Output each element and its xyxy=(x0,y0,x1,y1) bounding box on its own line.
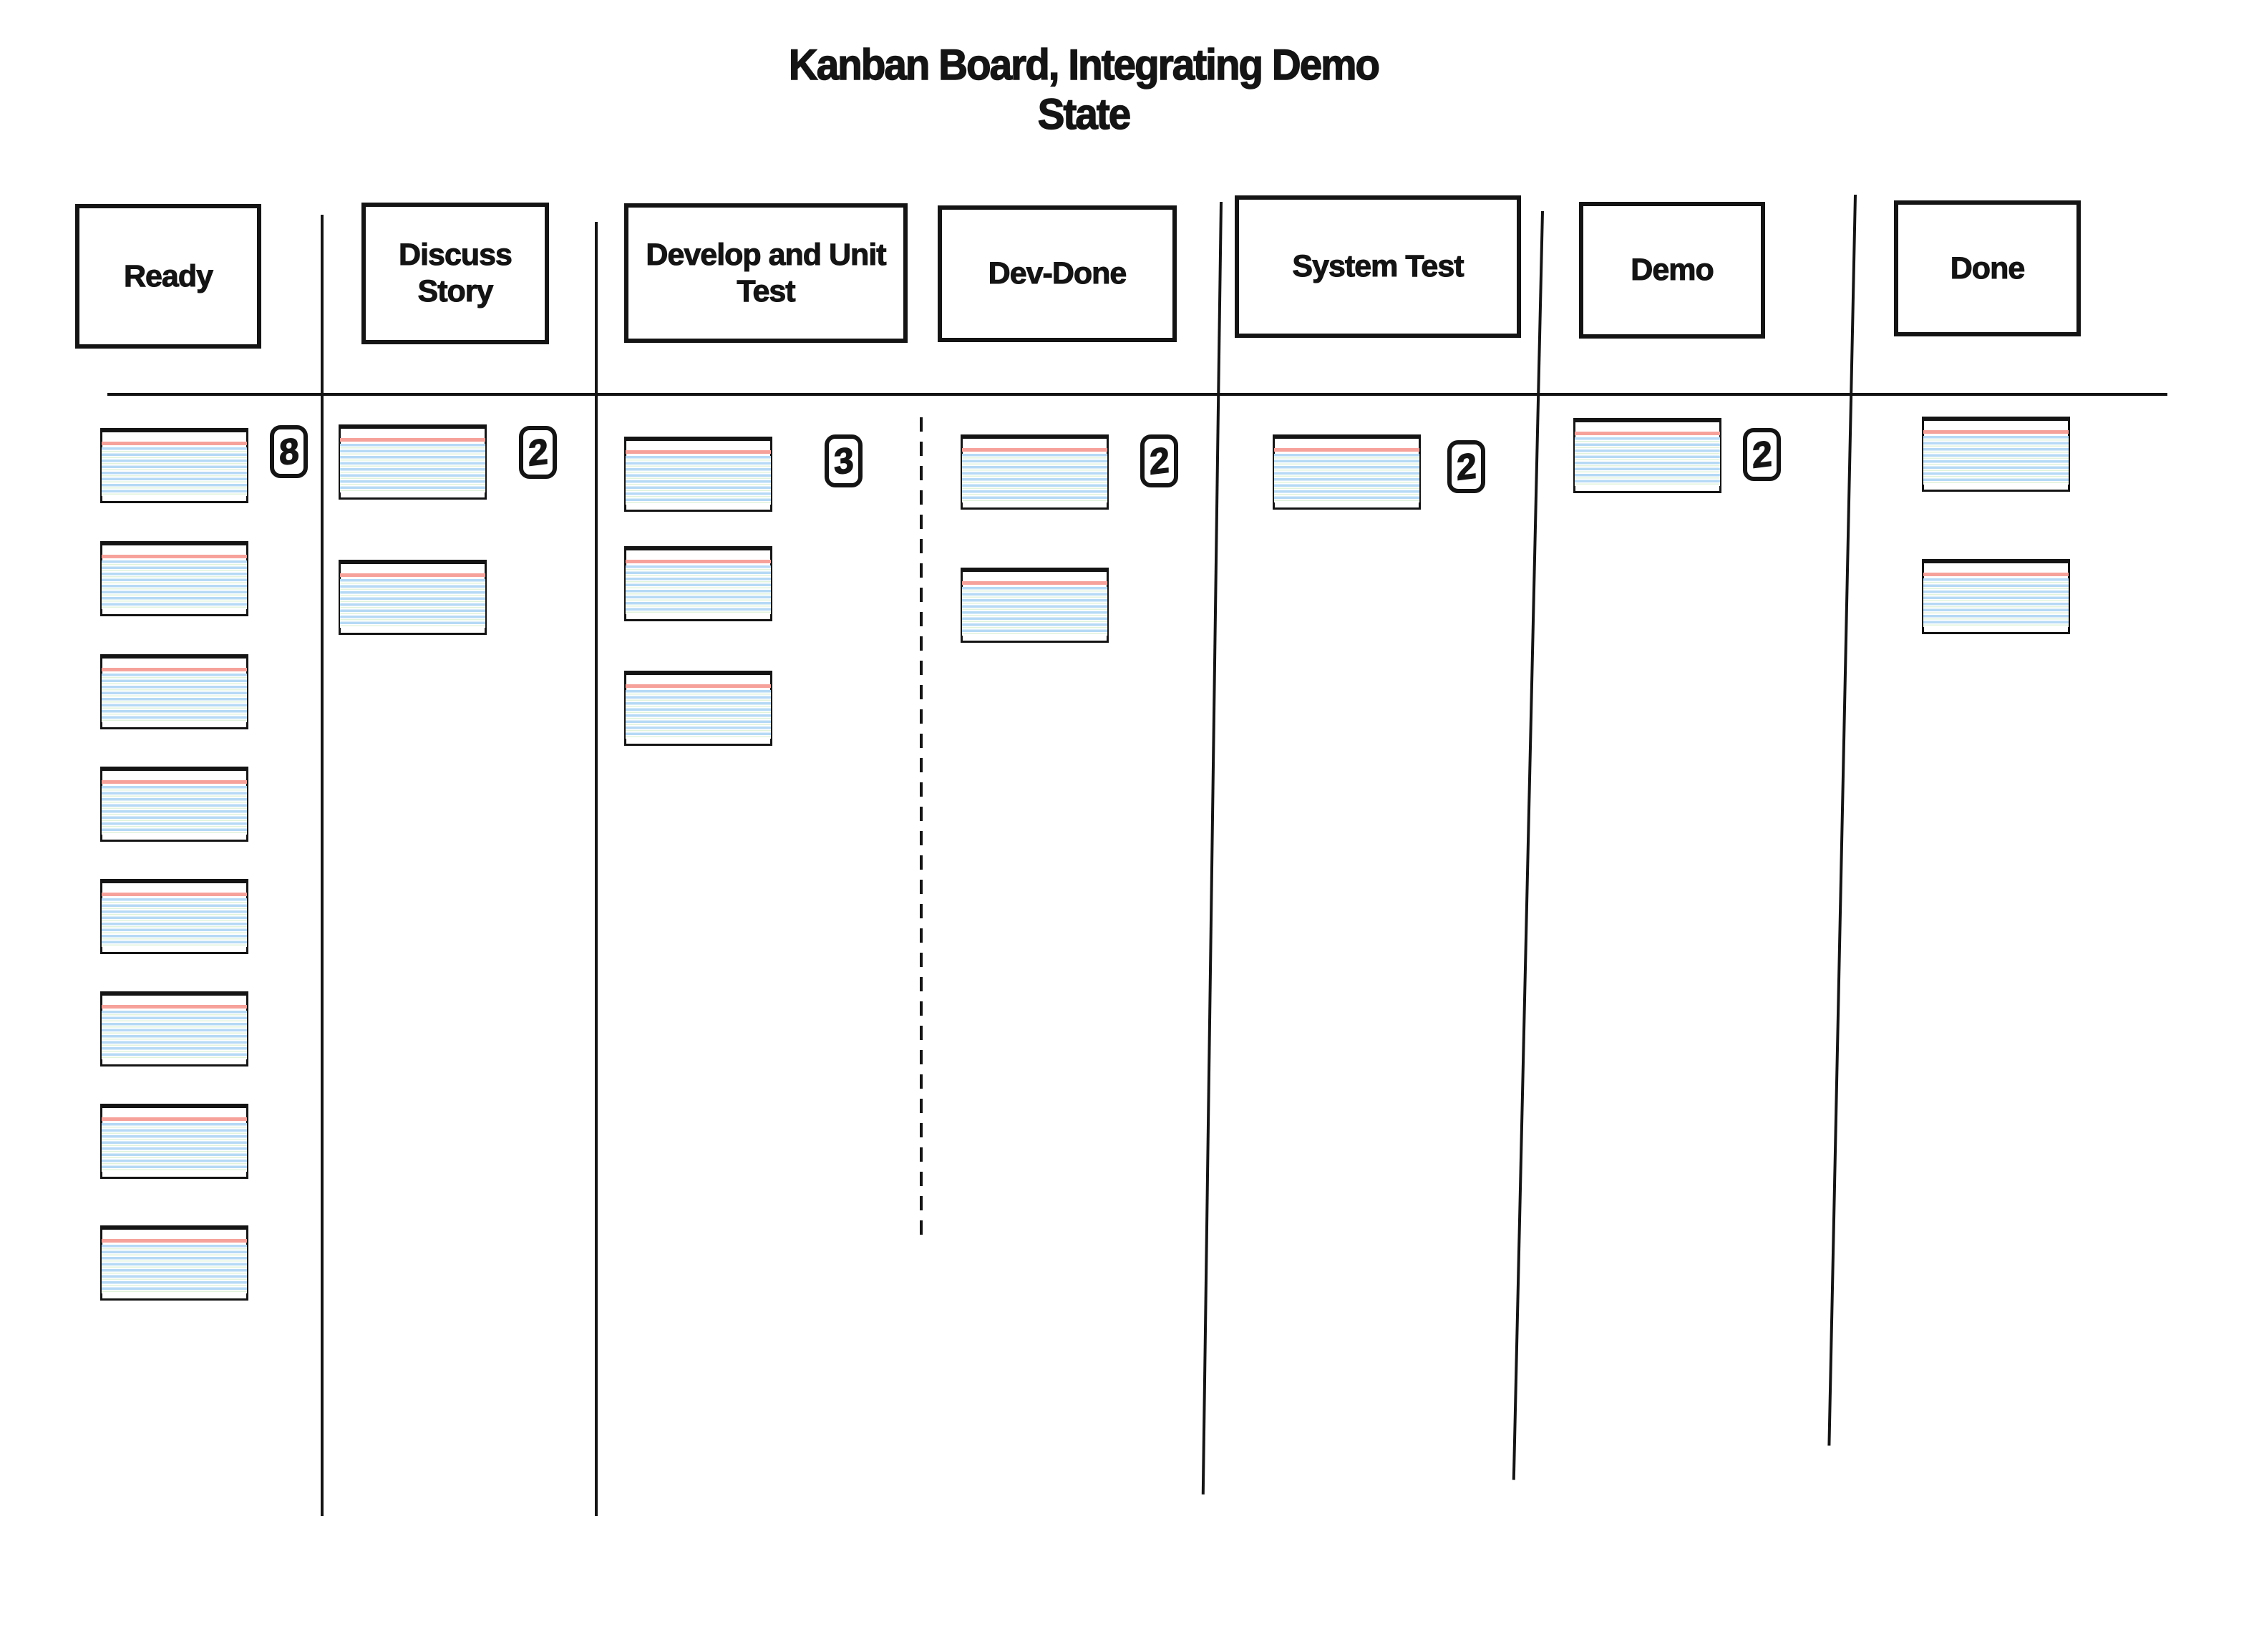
index-card-done-1 xyxy=(1922,417,2070,492)
card-top-red-line xyxy=(1923,430,2069,434)
wip-limit-value-demo: 2 xyxy=(1751,432,1772,476)
column-header-discuss-story: Discuss Story xyxy=(361,203,549,344)
card-ruled-lines xyxy=(102,898,247,947)
index-card-discuss-story-1 xyxy=(339,424,487,500)
wip-limit-badge-develop-and-unit-test: 3 xyxy=(825,434,863,487)
index-card-dev-done-1 xyxy=(961,434,1109,510)
wip-limit-value-develop-and-unit-test: 3 xyxy=(832,439,854,482)
card-ruled-lines xyxy=(102,1245,247,1293)
column-header-dev-done: Dev-Done xyxy=(938,205,1177,342)
card-ruled-lines xyxy=(626,690,771,739)
index-card-ready-5 xyxy=(100,879,248,954)
card-top-red-line xyxy=(1274,448,1419,452)
index-card-done-2 xyxy=(1922,559,2070,634)
divider-systemtest-demo xyxy=(1512,210,1544,1480)
column-label-dev-done: Dev-Done xyxy=(988,256,1127,291)
card-top-red-line xyxy=(1923,573,2069,576)
index-card-ready-2 xyxy=(100,541,248,616)
card-ruled-lines xyxy=(340,579,485,628)
column-header-system-test: System Test xyxy=(1235,195,1521,338)
index-card-ready-1 xyxy=(100,428,248,503)
divider-discuss-develop xyxy=(595,222,598,1516)
card-top-red-line xyxy=(102,668,247,671)
index-card-develop-and-unit-test-1 xyxy=(624,437,772,512)
column-label-system-test: System Test xyxy=(1292,249,1464,284)
card-top-red-line xyxy=(102,893,247,896)
header-separator-line xyxy=(107,393,2167,396)
card-top-red-line xyxy=(962,581,1107,585)
column-label-done: Done xyxy=(1950,251,2025,286)
index-card-discuss-story-2 xyxy=(339,560,487,635)
index-card-develop-and-unit-test-2 xyxy=(624,546,772,621)
card-ruled-lines xyxy=(626,456,771,505)
column-header-demo: Demo xyxy=(1579,202,1765,339)
wip-limit-badge-ready: 8 xyxy=(270,425,308,478)
divider-demo-done xyxy=(1827,194,1857,1446)
card-top-red-line xyxy=(102,1117,247,1121)
card-top-red-line xyxy=(626,560,771,563)
card-ruled-lines xyxy=(962,587,1107,636)
card-top-red-line xyxy=(102,555,247,558)
card-top-red-line xyxy=(340,573,485,577)
card-top-red-line xyxy=(340,438,485,442)
column-label-demo: Demo xyxy=(1631,253,1714,288)
card-ruled-lines xyxy=(1923,578,2069,627)
card-ruled-lines xyxy=(962,454,1107,502)
column-label-ready: Ready xyxy=(123,258,213,293)
column-header-done: Done xyxy=(1894,200,2081,336)
wip-limit-value-dev-done: 2 xyxy=(1148,439,1170,482)
card-ruled-lines xyxy=(102,674,247,722)
page-title: Kanban Board, Integrating Demo State xyxy=(788,40,1380,139)
index-card-ready-7 xyxy=(100,1104,248,1179)
wip-limit-value-discuss-story: 2 xyxy=(527,430,548,474)
wip-limit-badge-demo: 2 xyxy=(1743,428,1781,481)
wip-limit-value-ready: 8 xyxy=(278,429,299,473)
card-top-red-line xyxy=(626,684,771,688)
index-card-demo-1 xyxy=(1573,418,1721,493)
index-card-ready-8 xyxy=(100,1225,248,1301)
card-ruled-lines xyxy=(626,565,771,614)
wip-limit-value-system-test: 2 xyxy=(1455,444,1477,488)
divider-ready-discuss xyxy=(321,215,324,1516)
wip-limit-badge-system-test: 2 xyxy=(1447,440,1485,493)
index-card-dev-done-2 xyxy=(961,568,1109,643)
card-ruled-lines xyxy=(102,1011,247,1059)
card-ruled-lines xyxy=(1274,454,1419,502)
card-ruled-lines xyxy=(1923,436,2069,485)
card-top-red-line xyxy=(962,448,1107,452)
column-header-develop-and-unit-test: Develop and Unit Test xyxy=(624,203,908,343)
card-ruled-lines xyxy=(1575,437,1720,486)
column-label-discuss-story: Discuss Story xyxy=(399,238,513,309)
index-card-ready-3 xyxy=(100,654,248,729)
card-top-red-line xyxy=(1575,432,1720,435)
card-ruled-lines xyxy=(102,1123,247,1172)
card-top-red-line xyxy=(626,450,771,454)
index-card-ready-6 xyxy=(100,991,248,1066)
card-top-red-line xyxy=(102,442,247,445)
dashed-divider-develop-devdone xyxy=(920,417,923,1243)
card-ruled-lines xyxy=(102,447,247,496)
index-card-ready-4 xyxy=(100,767,248,842)
card-top-red-line xyxy=(102,1005,247,1009)
wip-limit-badge-dev-done: 2 xyxy=(1140,434,1178,487)
card-ruled-lines xyxy=(340,444,485,492)
column-label-develop-and-unit-test: Develop and Unit Test xyxy=(646,237,887,308)
card-ruled-lines xyxy=(102,786,247,835)
card-top-red-line xyxy=(102,1239,247,1243)
column-header-ready: Ready xyxy=(75,204,261,349)
index-card-system-test-1 xyxy=(1273,434,1421,510)
card-ruled-lines xyxy=(102,560,247,609)
card-top-red-line xyxy=(102,780,247,784)
index-card-develop-and-unit-test-3 xyxy=(624,671,772,746)
wip-limit-badge-discuss-story: 2 xyxy=(519,426,557,479)
